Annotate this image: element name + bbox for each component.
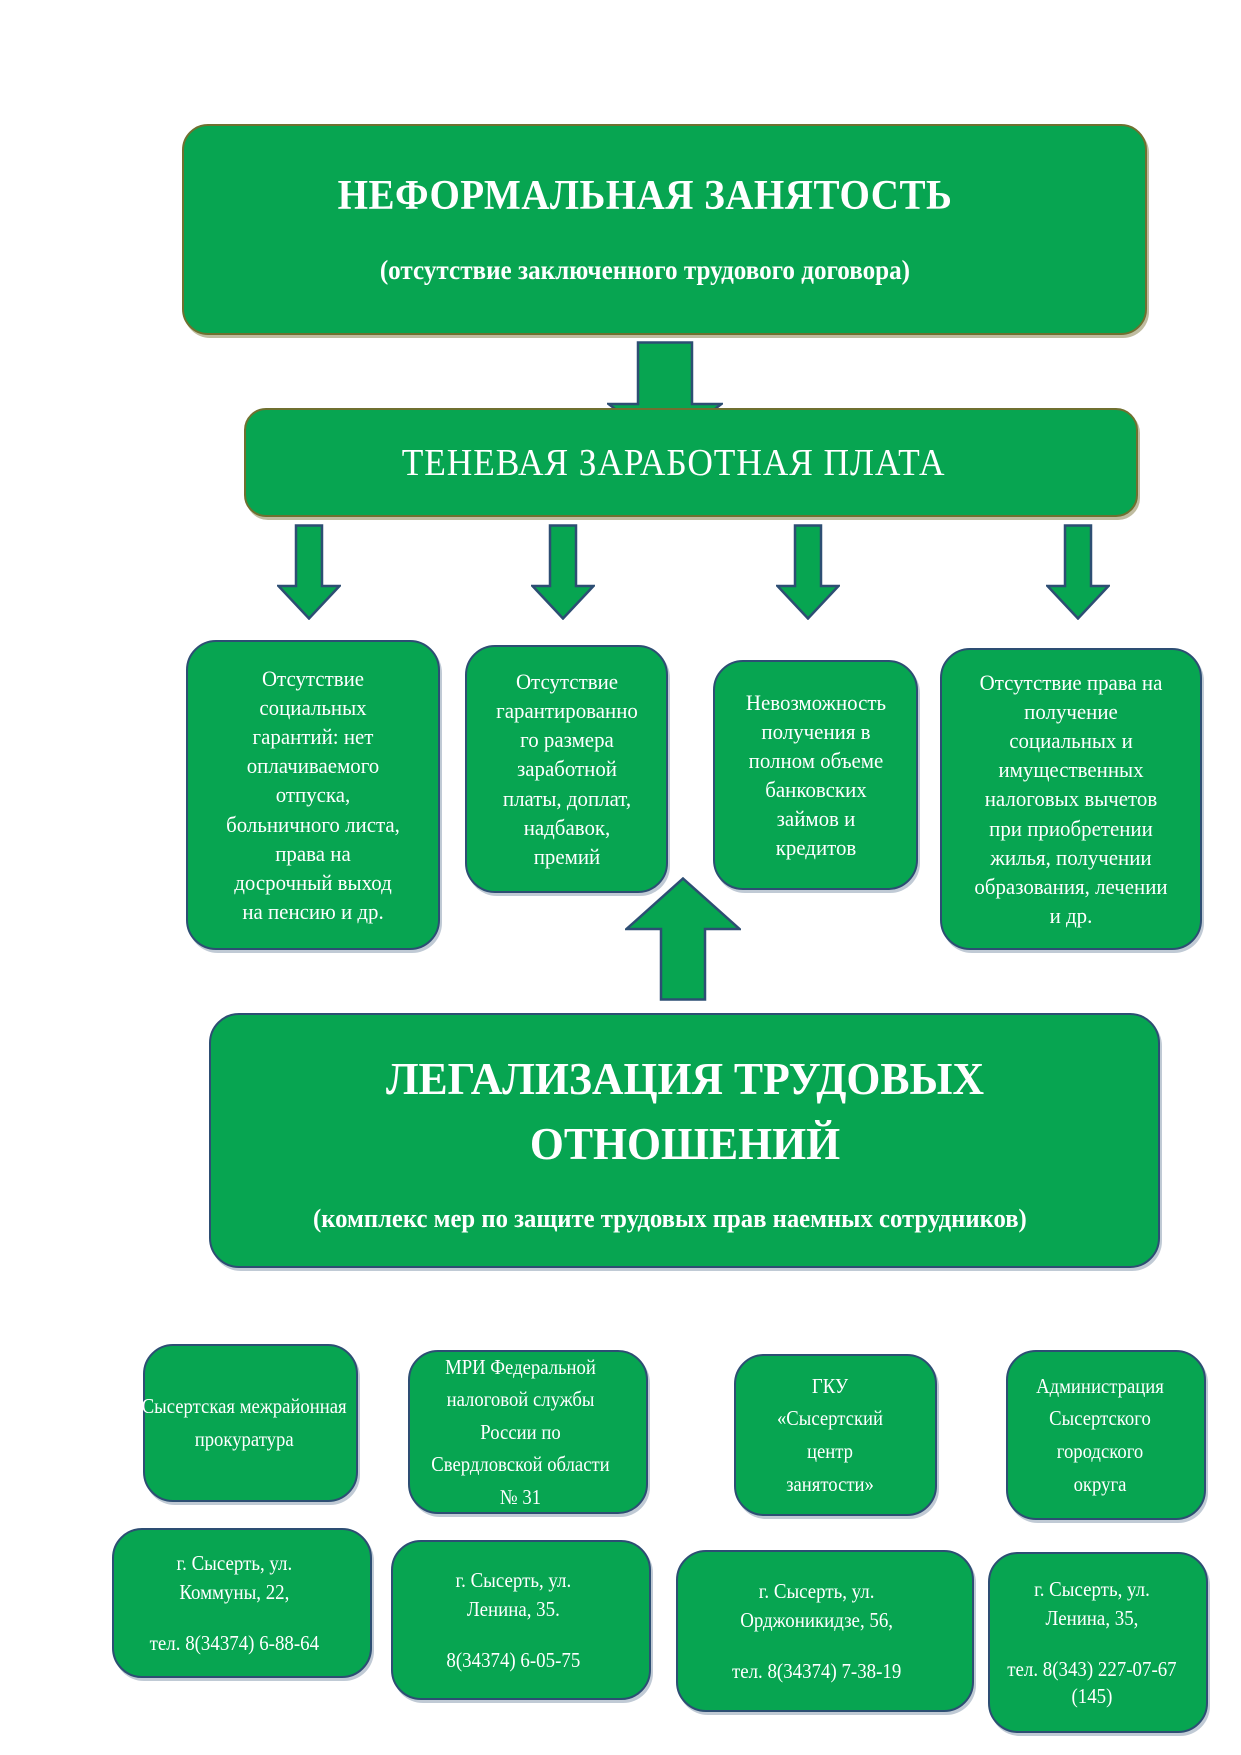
phone-text: тел. 8(34374) 6-88-64 — [149, 1630, 320, 1655]
institution-box-tax-service: МРИ Федеральной налоговой службы России … — [408, 1350, 648, 1514]
phone-text: 8(34374) 6-05-75 — [446, 1647, 581, 1672]
address-block: г. Сысерть, ул. Ленина, 35, тел. 8(343) … — [983, 1575, 1201, 1710]
informal-employment-subtitle: (отсутствие заключенного трудового догов… — [380, 255, 911, 286]
address-box-prosecutor: г. Сысерть, ул. Коммуны, 22, тел. 8(3437… — [112, 1528, 372, 1678]
down-arrow-icon — [277, 524, 341, 620]
address-box-employment-center: г. Сысерть, ул. Орджоникидзе, 56, тел. 8… — [676, 1550, 974, 1712]
address-block: г. Сысерть, ул. Коммуны, 22, тел. 8(3437… — [105, 1549, 363, 1657]
address-block: г. Сысерть, ул. Ленина, 35. 8(34374) 6-0… — [384, 1566, 642, 1674]
informal-employment-box: НЕФОРМАЛЬНАЯ ЗАНЯТОСТЬ (отсутствие заклю… — [182, 124, 1147, 335]
informal-employment-title: НЕФОРМАЛЬНАЯ ЗАНЯТОСТЬ — [337, 173, 953, 220]
legalization-box: ЛЕГАЛИЗАЦИЯ ТРУДОВЫХ ОТНОШЕНИЙ (комплекс… — [209, 1013, 1160, 1268]
down-arrow-icon — [1046, 524, 1110, 620]
institution-box-prosecutor: Сысертская межрайонная прокуратура — [142, 1344, 358, 1502]
institution-name: Сысертская межрайонная прокуратура — [141, 1394, 347, 1451]
legalization-subtitle: (комплекс мер по защите трудовых прав на… — [313, 1203, 1028, 1233]
address-box-tax-service: г. Сысерть, ул. Ленина, 35. 8(34374) 6-0… — [391, 1540, 651, 1700]
consequence-box-wage-size: Отсутствие гарантированного размера зара… — [465, 645, 668, 893]
address-block: г. Сысерть, ул. Орджоникидзе, 56, тел. 8… — [668, 1577, 964, 1685]
consequence-text: Отсутствие гарантированного размера зара… — [495, 669, 638, 869]
phone-text: тел. 8(34374) 7-38-19 — [731, 1658, 901, 1683]
institution-box-administration: Администрация Сысертского городского окр… — [1006, 1350, 1206, 1520]
up-arrow-icon — [625, 877, 741, 1001]
shadow-wage-box: ТЕНЕВАЯ ЗАРАБОТНАЯ ПЛАТА — [244, 408, 1138, 517]
address-text: г. Сысерть, ул. Коммуны, 22, — [176, 1550, 293, 1605]
consequence-text: Отсутствие права на получение социальных… — [974, 670, 1168, 928]
address-text: г. Сысерть, ул. Ленина, 35, — [1033, 1576, 1150, 1631]
institution-name: Администрация Сысертского городского окр… — [1036, 1373, 1165, 1496]
shadow-wage-title: ТЕНЕВАЯ ЗАРАБОТНАЯ ПЛАТА — [401, 441, 946, 484]
consequence-text: Невозможность получения в полном объеме … — [745, 689, 886, 861]
down-arrow-icon — [531, 524, 595, 620]
consequence-box-social-guarantees: Отсутствие социальных гарантий: нет опла… — [186, 640, 440, 950]
down-arrow-icon — [776, 524, 840, 620]
phone-text: тел. 8(343) 227-07-67 (145) — [1006, 1656, 1177, 1708]
legalization-title: ЛЕГАЛИЗАЦИЯ ТРУДОВЫХ ОТНОШЕНИЙ — [385, 1053, 984, 1169]
institution-box-employment-center: ГКУ «Сысертский центр занятости» — [734, 1354, 937, 1516]
address-box-administration: г. Сысерть, ул. Ленина, 35, тел. 8(343) … — [988, 1552, 1208, 1733]
address-text: г. Сысерть, ул. Ленина, 35. — [455, 1567, 572, 1622]
address-text: г. Сысерть, ул. Орджоникидзе, 56, — [739, 1578, 893, 1633]
consequence-box-tax-deductions: Отсутствие права на получение социальных… — [940, 648, 1202, 950]
consequence-text: Отсутствие социальных гарантий: нет опла… — [226, 666, 400, 924]
institution-name: ГКУ «Сысертский центр занятости» — [776, 1373, 883, 1496]
consequence-box-bank-loans: Невозможность получения в полном объеме … — [713, 660, 918, 890]
institution-name: МРИ Федеральной налоговой службы России … — [431, 1354, 611, 1509]
